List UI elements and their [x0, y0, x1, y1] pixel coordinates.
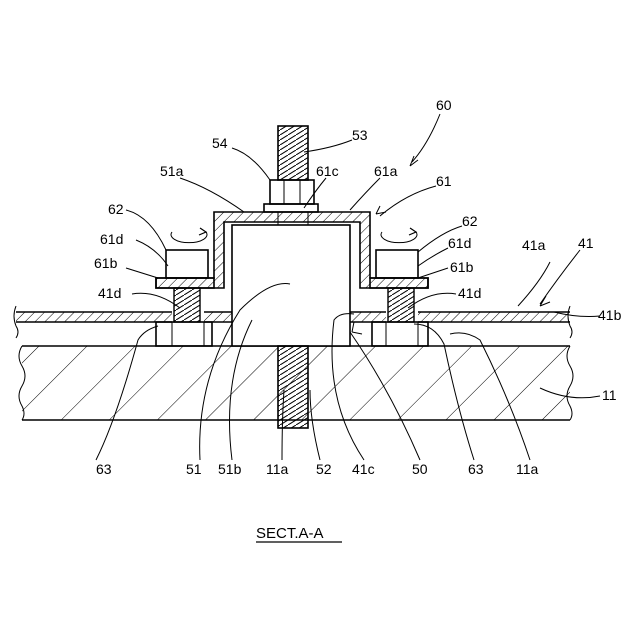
label-61a: 61a: [374, 163, 398, 179]
label-62-right: 62: [462, 213, 478, 229]
nut-54: [264, 180, 318, 212]
label-61b-left: 61b: [94, 255, 118, 271]
label-51a: 51a: [160, 163, 184, 179]
label-50: 50: [412, 461, 428, 477]
label-61d-right: 61d: [448, 235, 471, 251]
label-61c: 61c: [316, 163, 339, 179]
label-60: 60: [436, 97, 452, 113]
label-54: 54: [212, 135, 228, 151]
label-41c: 41c: [352, 461, 375, 477]
label-41d-right: 41d: [458, 285, 481, 301]
label-61d-left: 61d: [100, 231, 123, 247]
figure-caption: SECT.A-A: [256, 525, 342, 542]
label-41a: 41a: [522, 237, 546, 253]
label-41b: 41b: [598, 307, 622, 323]
mount-50: [232, 225, 350, 346]
bolt-62-left: [156, 228, 214, 322]
label-52: 52: [316, 461, 332, 477]
label-62-left: 62: [108, 201, 124, 217]
label-11a-left: 11a: [266, 461, 289, 477]
label-51b: 51b: [218, 461, 242, 477]
label-63-right: 63: [468, 461, 484, 477]
caption-text: SECT.A-A: [256, 525, 324, 542]
label-63-left: 63: [96, 461, 112, 477]
label-53: 53: [352, 127, 368, 143]
label-11: 11: [602, 387, 617, 403]
bolt-62-right: [370, 228, 428, 322]
label-41: 41: [578, 235, 594, 251]
label-11a-right: 11a: [516, 461, 539, 477]
label-61: 61: [436, 173, 452, 189]
label-41d-left: 41d: [98, 285, 121, 301]
label-61b-right: 61b: [450, 259, 474, 275]
label-51: 51: [186, 461, 202, 477]
